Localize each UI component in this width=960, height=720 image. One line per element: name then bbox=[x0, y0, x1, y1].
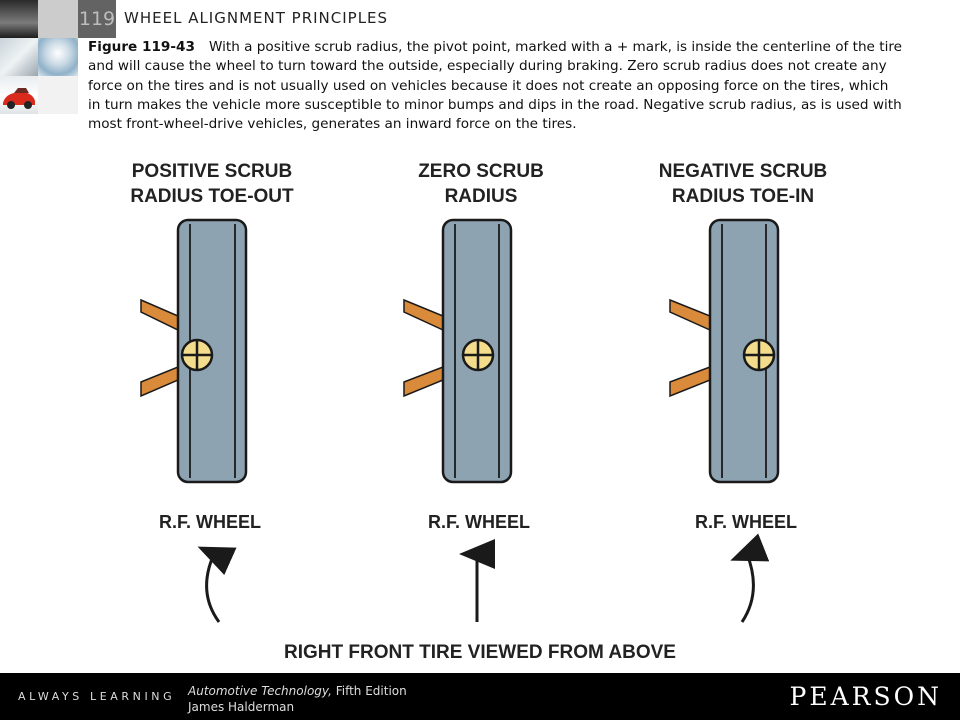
pivot-point-icon bbox=[180, 338, 214, 372]
header-decor-block bbox=[38, 76, 78, 114]
wheel-label: R.F. WHEEL bbox=[695, 512, 797, 532]
car-thumbnail-image bbox=[0, 38, 38, 76]
car-thumbnail-image bbox=[0, 76, 38, 114]
wheel-label: R.F. WHEEL bbox=[428, 512, 530, 532]
diagram-bottom-label: RIGHT FRONT TIRE VIEWED FROM ABOVE bbox=[284, 642, 676, 663]
panel-title-line2: RADIUS TOE-OUT bbox=[130, 186, 294, 207]
book-author: James Halderman bbox=[188, 700, 295, 714]
turn-arrow-icon bbox=[197, 546, 237, 623]
panel-zero-scrub: ZERO SCRUB RADIUS R.F. WHEEL bbox=[403, 161, 544, 622]
wheel-label: R.F. WHEEL bbox=[159, 512, 261, 532]
steering-arm bbox=[669, 298, 711, 398]
steering-arm bbox=[140, 298, 179, 398]
steering-arm bbox=[403, 298, 444, 398]
panel-title-line2: RADIUS TOE-IN bbox=[672, 186, 814, 207]
publisher-logo: PEARSON bbox=[789, 682, 942, 711]
pivot-point-icon bbox=[742, 338, 776, 372]
panel-title-line1: ZERO SCRUB bbox=[418, 161, 544, 182]
footer-bar: ALWAYS LEARNING Automotive Technology, F… bbox=[0, 673, 960, 720]
panel-title-line2: RADIUS bbox=[445, 186, 518, 207]
caption-text: With a positive scrub radius, the pivot … bbox=[88, 39, 903, 133]
panel-positive-scrub: POSITIVE SCRUB RADIUS TOE-OUT R.F. WHEEL bbox=[130, 161, 294, 623]
chapter-number: 119 bbox=[78, 0, 116, 38]
header-decor-image bbox=[38, 38, 78, 76]
header-thumbnails bbox=[0, 0, 38, 114]
panel-negative-scrub: NEGATIVE SCRUB RADIUS TOE-IN R.F. WHEEL bbox=[659, 161, 828, 623]
car-thumbnail-image bbox=[0, 0, 38, 38]
book-edition: Fifth Edition bbox=[331, 684, 407, 698]
figure-number: Figure 119-43 bbox=[88, 39, 195, 55]
panel-title-line1: NEGATIVE SCRUB bbox=[659, 161, 828, 182]
always-learning-tagline: ALWAYS LEARNING bbox=[18, 690, 176, 703]
book-title-line: Automotive Technology, Fifth Edition bbox=[188, 684, 407, 698]
pivot-point-icon bbox=[461, 338, 495, 372]
chapter-title: WHEEL ALIGNMENT PRINCIPLES bbox=[124, 9, 389, 27]
scrub-radius-diagram: POSITIVE SCRUB RADIUS TOE-OUT R.F. WHEEL… bbox=[130, 161, 828, 663]
turn-arrow-icon bbox=[730, 533, 770, 623]
header-decor-block bbox=[38, 0, 78, 38]
panel-title-line1: POSITIVE SCRUB bbox=[132, 161, 292, 182]
book-title: Automotive Technology, bbox=[188, 684, 332, 698]
